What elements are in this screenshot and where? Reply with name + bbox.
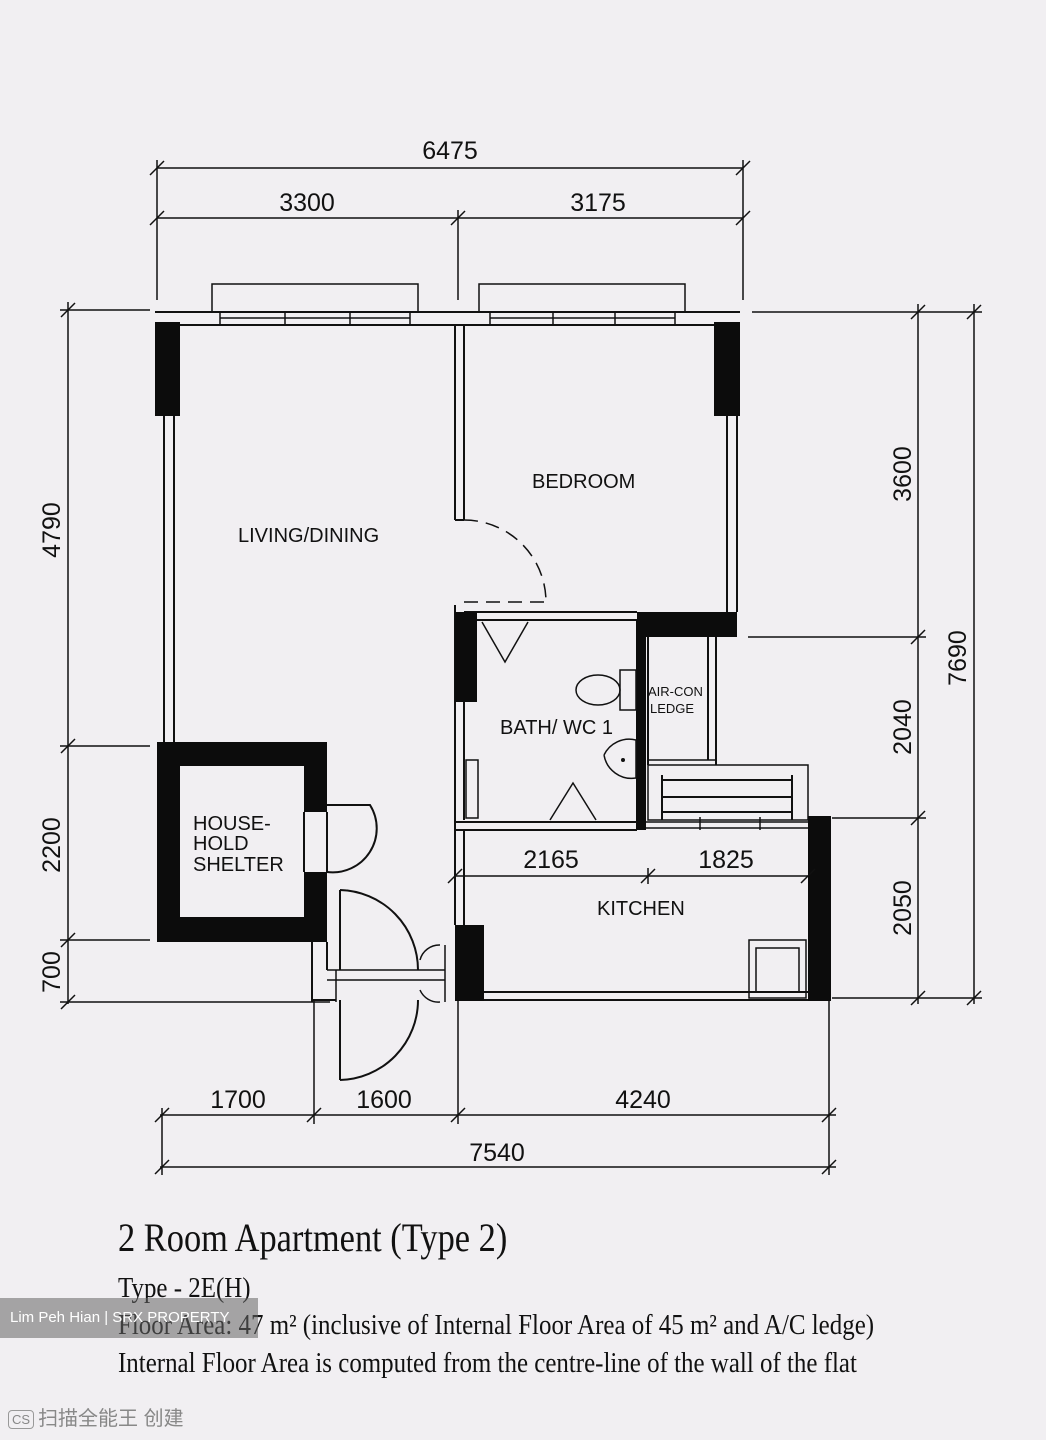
right-dimensions: 3600 2040 2050 7690 bbox=[748, 304, 982, 1006]
dim-left-upper: 4790 bbox=[38, 502, 66, 558]
dim-bottom-total: 7540 bbox=[469, 1139, 525, 1167]
dim-bottom-1: 1700 bbox=[210, 1086, 266, 1114]
label-living-dining: LIVING/DINING bbox=[238, 525, 379, 547]
dim-right-total: 7690 bbox=[944, 630, 972, 686]
plan-caption: 2 Room Apartment (Type 2) Type - 2E(H) F… bbox=[118, 1212, 997, 1382]
dim-kitchen-right: 1825 bbox=[698, 846, 754, 874]
label-kitchen: KITCHEN bbox=[597, 898, 685, 920]
dim-left-middle: 2200 bbox=[38, 817, 66, 873]
scanner-text: 扫描全能王 创建 bbox=[38, 1408, 184, 1430]
dim-bottom-3: 4240 bbox=[615, 1086, 671, 1114]
dim-left-lower: 700 bbox=[38, 951, 66, 993]
dim-top-right: 3175 bbox=[570, 189, 626, 217]
label-shelter-2: HOLD bbox=[193, 833, 249, 855]
dim-right-middle: 2040 bbox=[889, 699, 917, 755]
dim-top-left: 3300 bbox=[279, 189, 335, 217]
floor-plan: 6475 3300 3175 4790 2200 700 3600 2040 2… bbox=[38, 137, 982, 1175]
plan-note: Internal Floor Area is computed from the… bbox=[118, 1347, 857, 1379]
label-aircon-1: AIR-CON bbox=[648, 684, 703, 699]
label-bedroom: BEDROOM bbox=[532, 471, 635, 493]
bath-fixtures bbox=[465, 621, 637, 821]
dim-kitchen-left: 2165 bbox=[523, 846, 579, 874]
dim-top-total: 6475 bbox=[422, 137, 478, 165]
dim-right-lower: 2050 bbox=[889, 880, 917, 936]
scanner-logo-icon: CS bbox=[8, 1410, 35, 1430]
top-dimensions: 6475 3300 3175 bbox=[149, 137, 751, 300]
dim-bottom-2: 1600 bbox=[356, 1086, 412, 1114]
label-bath: BATH/ WC 1 bbox=[500, 717, 613, 739]
room-labels: LIVING/DINING BEDROOM BATH/ WC 1 AIR-CON… bbox=[193, 471, 754, 920]
watermark-banner: Lim Peh Hian | SRX PROPERTY bbox=[0, 1298, 258, 1338]
bottom-dimensions: 1700 1600 4240 7540 bbox=[154, 1000, 837, 1175]
label-aircon-2: LEDGE bbox=[650, 701, 694, 716]
plan-title: 2 Room Apartment (Type 2) bbox=[118, 1215, 508, 1260]
exterior-walls bbox=[155, 283, 831, 1081]
label-shelter-3: SHELTER bbox=[193, 854, 284, 876]
left-dimensions: 4790 2200 700 bbox=[38, 302, 330, 1010]
label-shelter-1: HOUSE- bbox=[193, 813, 271, 835]
dim-right-upper: 3600 bbox=[889, 446, 917, 502]
